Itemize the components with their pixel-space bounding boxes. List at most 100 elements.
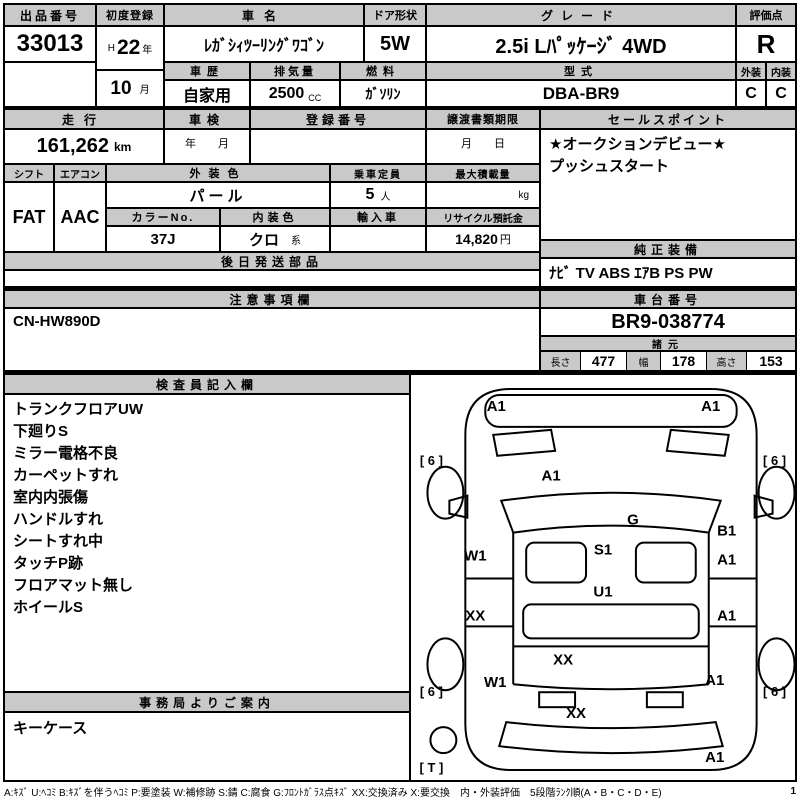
divider-line bbox=[4, 287, 796, 290]
wheel-rear-right bbox=[757, 637, 795, 692]
displacement-unit: CC bbox=[308, 93, 322, 103]
first-registration-year: H 22 年 bbox=[96, 26, 164, 70]
damage-marker: XX bbox=[553, 651, 573, 668]
year-unit: 年 bbox=[142, 44, 153, 56]
spec-label: 諸元 bbox=[540, 336, 796, 351]
damage-marker: A1 bbox=[717, 552, 736, 569]
wheel-front-left bbox=[426, 465, 465, 520]
aircon-label: エアコン bbox=[54, 164, 106, 182]
car-top-view-outline bbox=[426, 387, 795, 772]
grade: 2.5i Lﾊﾟｯｹｰｼﾞ 4WD bbox=[426, 26, 736, 62]
exterior-grade-label: 外装 bbox=[736, 62, 766, 80]
text-line: ★オークションデビュー★ bbox=[549, 136, 726, 153]
color-no-label: カラーNo. bbox=[106, 208, 220, 226]
recycle-deposit-label: リサイクル預託金 bbox=[426, 208, 540, 226]
capacity-unit: 人 bbox=[380, 191, 391, 203]
mileage-unit: km bbox=[113, 139, 132, 154]
transfer-deadline: 月 日 bbox=[426, 129, 540, 164]
damage-marker: XX bbox=[465, 607, 485, 624]
chassis-number: BR9-038774 bbox=[540, 308, 796, 336]
door-shape: 5W bbox=[364, 26, 426, 62]
score-label: 評価点 bbox=[736, 4, 796, 26]
shift-label: シフト bbox=[4, 164, 54, 182]
damage-marker: A1 bbox=[705, 749, 724, 766]
text-line: タッチP跡 bbox=[13, 555, 84, 572]
text-line: 室内内張傷 bbox=[13, 489, 89, 506]
exterior-color: パール bbox=[106, 182, 330, 208]
front-bumper bbox=[484, 393, 738, 428]
car-name: ﾚｶﾞｼｨﾂｰﾘﾝｸﾞﾜｺﾞﾝ bbox=[164, 26, 364, 62]
inspection-expiry: 年 月 bbox=[164, 129, 250, 164]
history-label: 車歴 bbox=[164, 62, 250, 80]
damage-marker: A1 bbox=[717, 607, 736, 624]
mirror-left bbox=[448, 494, 469, 519]
capacity-label: 乗車定員 bbox=[330, 164, 426, 182]
history: 自家用 bbox=[164, 80, 250, 107]
height-value: 153 bbox=[759, 353, 783, 369]
chassis-number-label: 車台番号 bbox=[540, 290, 796, 308]
import-label: 輸入車 bbox=[330, 208, 426, 226]
office-info-label: 事務局よりご案内 bbox=[4, 692, 410, 712]
interior-color-unit: 系 bbox=[291, 235, 301, 247]
height-label: 高さ bbox=[707, 352, 747, 370]
legend: A:ｷｽﾞ U:ﾍｺﾐ B:ｷｽﾞを伴うﾍｺﾐ P:要塗装 W:補修跡 S:錆 … bbox=[4, 784, 796, 799]
page-number: 1 bbox=[790, 785, 796, 797]
headlight-left bbox=[492, 428, 557, 457]
damage-marker: S1 bbox=[594, 542, 612, 559]
displacement: 2500 CC bbox=[250, 80, 340, 107]
inspector-notes-label: 検査員記入欄 bbox=[4, 374, 410, 394]
windshield bbox=[499, 491, 723, 534]
mileage-value: 161,262 bbox=[36, 135, 109, 157]
damage-marker: B1 bbox=[717, 523, 736, 540]
max-load: kg bbox=[426, 182, 540, 208]
interior-grade: C bbox=[766, 80, 796, 107]
model-code: DBA-BR9 bbox=[426, 80, 736, 107]
shift: FAT bbox=[4, 182, 54, 252]
sales-point-text: ★オークションデビュー★プッシュスタート bbox=[540, 129, 796, 240]
month-unit: 月 bbox=[139, 85, 150, 96]
rear-hatch-line bbox=[513, 683, 709, 691]
front-seat-left bbox=[525, 541, 588, 584]
registration-number bbox=[250, 129, 426, 164]
legend-text: A:ｷｽﾞ U:ﾍｺﾐ B:ｷｽﾞを伴うﾍｺﾐ P:要塗装 W:補修跡 S:錆 … bbox=[4, 787, 662, 799]
displacement-value: 2500 bbox=[268, 84, 305, 102]
tail-light-left bbox=[538, 691, 577, 709]
transfer-deadline-label: 譲渡書類期限 bbox=[426, 109, 540, 129]
damage-marker: U1 bbox=[593, 583, 612, 600]
fuel-label: 燃料 bbox=[340, 62, 426, 80]
tail-light-right bbox=[645, 691, 684, 709]
lot-number-label: 出品番号 bbox=[4, 4, 96, 26]
damage-marker: [ 6 ] bbox=[420, 684, 443, 699]
recycle-deposit-value: 14,820 bbox=[455, 231, 498, 247]
damage-marker: A1 bbox=[542, 468, 561, 485]
damage-marker: [ T ] bbox=[420, 760, 444, 775]
first-registration-label: 初度登録 bbox=[96, 4, 164, 26]
later-parts bbox=[4, 270, 540, 287]
equipment-label: 純正装備 bbox=[540, 240, 796, 258]
inspection-label: 車検 bbox=[164, 109, 250, 129]
damage-marker: XX bbox=[566, 705, 586, 722]
interior-color-value: クロ bbox=[248, 231, 279, 249]
color-no: 37J bbox=[106, 226, 220, 252]
reg-year: 22 bbox=[116, 36, 141, 59]
displacement-label: 排気量 bbox=[250, 62, 340, 80]
capacity: 5 人 bbox=[330, 182, 426, 208]
damage-marker: [ 6 ] bbox=[763, 453, 786, 468]
mirror-right bbox=[753, 494, 774, 519]
front-seat-right bbox=[634, 541, 697, 584]
width-label: 幅 bbox=[627, 352, 661, 370]
text-line: カーペットすれ bbox=[13, 467, 119, 484]
spec-row: 長さ 477 幅 178 高さ 153 bbox=[540, 351, 796, 371]
exterior-grade: C bbox=[736, 80, 766, 107]
damage-marker: A1 bbox=[705, 672, 724, 689]
text-line: ホイールS bbox=[13, 599, 84, 616]
damage-marker: W1 bbox=[484, 674, 506, 691]
sales-point-label: セールスポイント bbox=[540, 109, 796, 129]
recycle-deposit-unit: 円 bbox=[499, 234, 511, 246]
text-line: シートすれ中 bbox=[13, 533, 104, 550]
max-load-label: 最大積載量 bbox=[426, 164, 540, 182]
import bbox=[330, 226, 426, 252]
grade-label: グレード bbox=[426, 4, 736, 26]
